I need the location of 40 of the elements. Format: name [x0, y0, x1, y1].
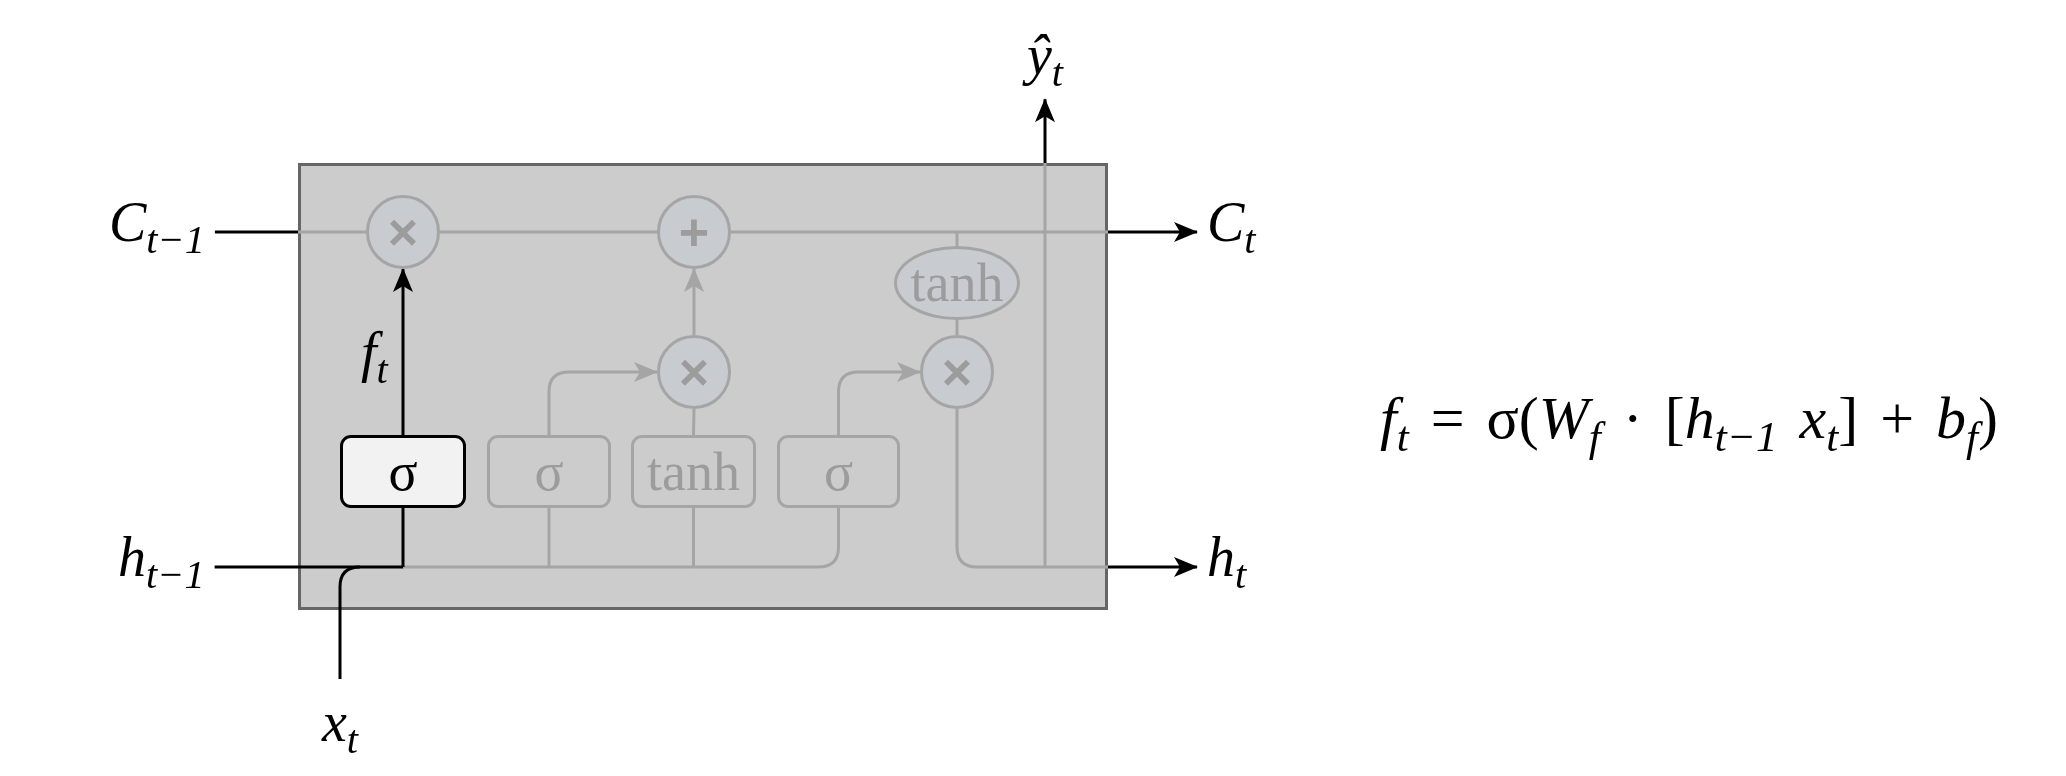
variable-label: C$_{t}$ — [1200, 181, 1263, 263]
operator-symbol: + — [678, 206, 710, 258]
arrow — [957, 222, 1198, 242]
connector-line — [549, 565, 694, 569]
connector-line — [360, 565, 403, 569]
arrow — [547, 362, 658, 435]
arrow — [1045, 557, 1198, 577]
arrow — [684, 268, 704, 335]
connector-line — [692, 508, 695, 567]
variable-label: ŷ$_{t}$ — [1020, 15, 1071, 97]
connector-line — [214, 230, 366, 234]
variable-label: h$_{t}$ — [1200, 516, 1254, 598]
gate-box — [777, 435, 900, 508]
gate-box — [487, 435, 611, 508]
function-label: σ — [388, 444, 418, 499]
connector-line — [693, 508, 840, 569]
gate-box — [340, 435, 466, 508]
connector-line — [731, 230, 957, 234]
arrow — [393, 268, 413, 435]
connector-line — [955, 232, 959, 246]
gate-box — [631, 435, 756, 508]
connector-line — [403, 565, 549, 569]
connector-line — [440, 230, 657, 234]
arrow — [1035, 98, 1055, 567]
arrow — [837, 362, 921, 435]
operator-symbol: × — [387, 206, 419, 258]
connector-line — [547, 508, 551, 567]
connector-line — [338, 565, 361, 679]
edge-label: f$_{t}$ — [360, 319, 390, 393]
equation: f$_{t}$ = σ(W$_{f}$ · [h$_{t−1}$ x$_{t}$] + b$_{f}$) — [1379, 384, 1999, 460]
variable-label: C$_{t−1}$ — [102, 181, 212, 263]
operator-symbol: × — [678, 346, 710, 398]
connector-line — [955, 409, 1045, 569]
operator-symbol: × — [941, 346, 973, 398]
connector-line — [955, 320, 959, 335]
variable-label: h$_{t−1}$ — [111, 516, 212, 598]
variable-label: x$_{t}$ — [315, 682, 366, 764]
connector-line — [401, 508, 405, 567]
connector-line — [692, 408, 696, 436]
cell-panel — [298, 163, 1108, 610]
